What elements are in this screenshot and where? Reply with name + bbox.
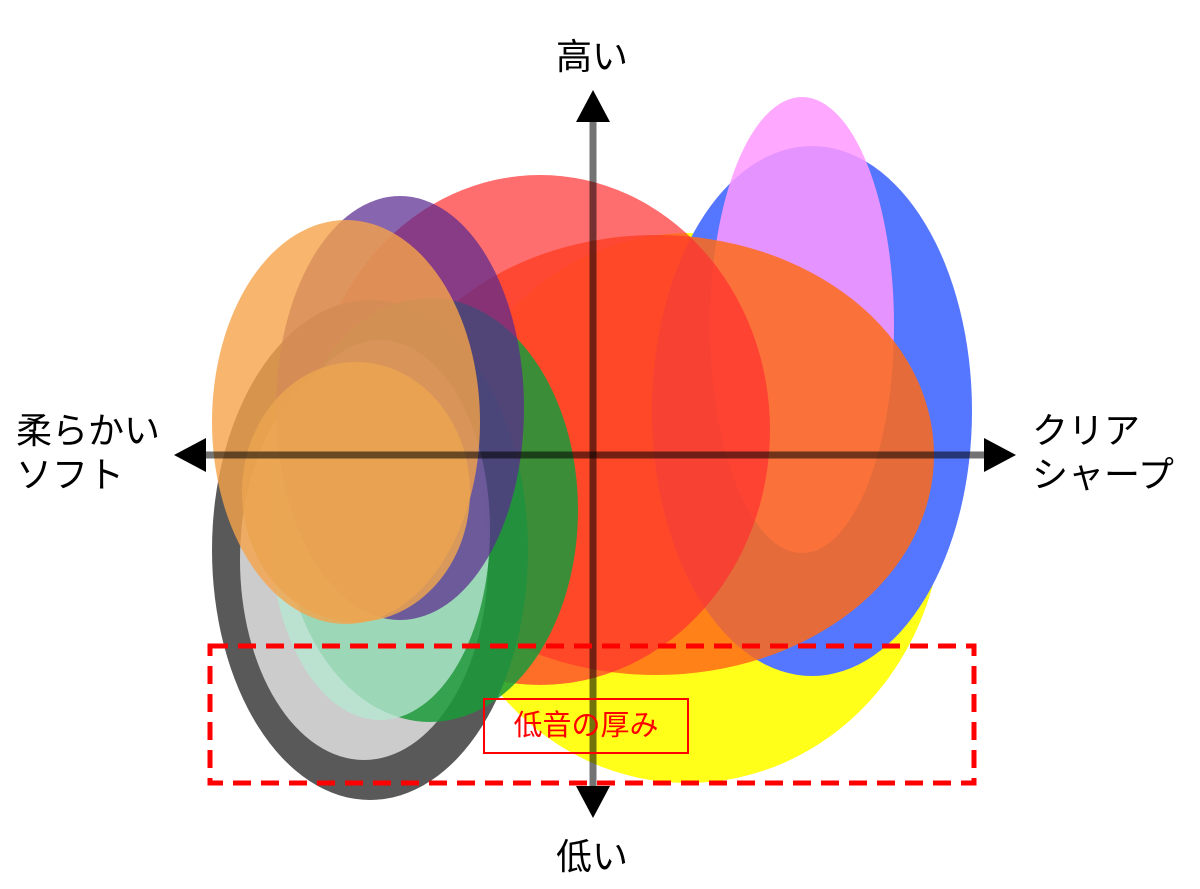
arrow-up-icon <box>576 90 610 122</box>
axis-label-clear-line2: シャープ <box>1032 455 1174 496</box>
axis-label-clear: クリア シャープ <box>1032 410 1174 498</box>
axis-label-clear-line1: クリア <box>1032 411 1141 452</box>
axis-label-high: 高い <box>556 37 629 78</box>
arrow-down-icon <box>576 786 610 818</box>
arrow-right-icon <box>984 438 1016 472</box>
axis-label-soft-line1: 柔らかい <box>16 411 161 452</box>
bass-thickness-callout: 低音の厚み <box>483 698 689 754</box>
bass-range-box <box>207 643 977 786</box>
tan-region <box>242 362 470 622</box>
axis-label-low: 低い <box>556 837 629 878</box>
arrow-left-icon <box>174 438 206 472</box>
axis-label-soft: 柔らかい ソフト <box>16 410 160 498</box>
axis-label-soft-line2: ソフト <box>16 455 125 496</box>
